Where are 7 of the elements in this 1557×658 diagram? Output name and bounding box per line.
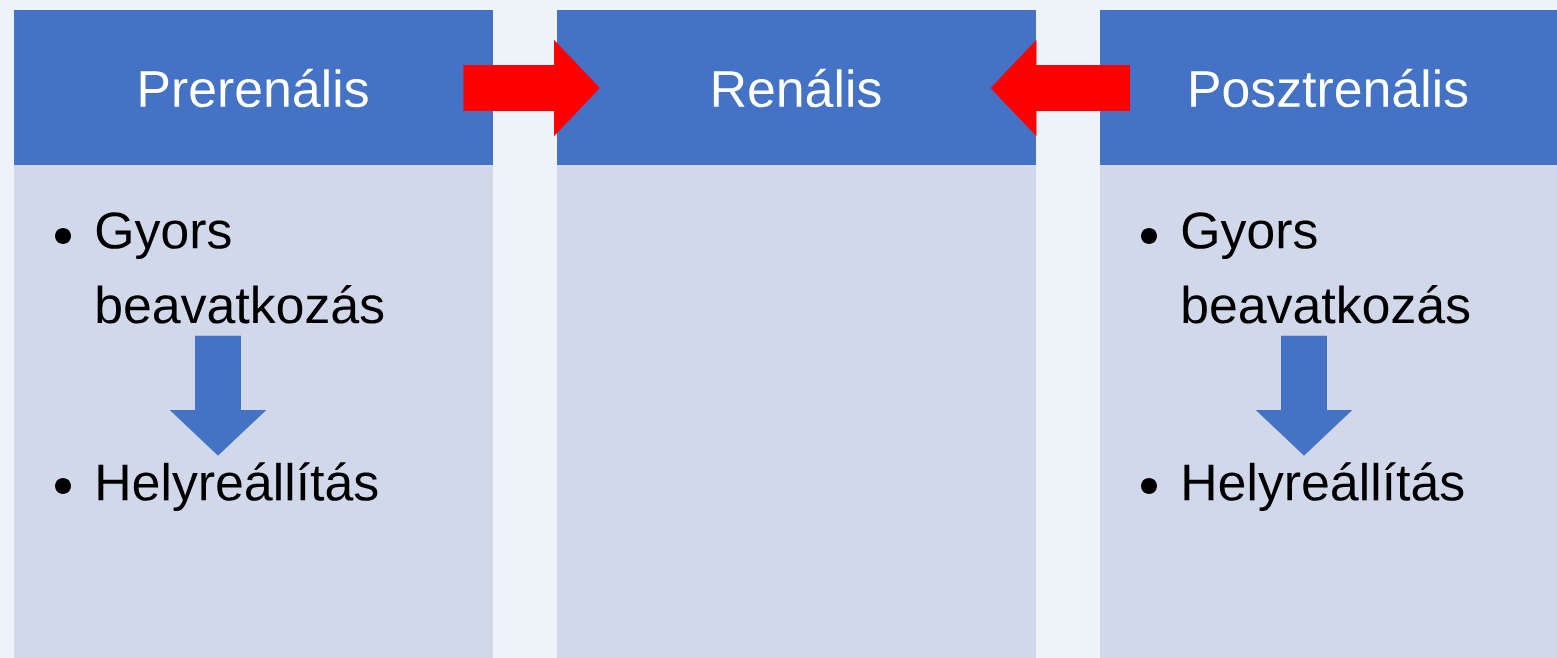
header-text: Prerenális	[140, 68, 368, 108]
list-item: Gyors beavatkozás	[96, 212, 384, 324]
header-text: Posztrenális	[1191, 68, 1468, 108]
header-text: Renális	[713, 68, 881, 108]
list-item: Helyreállítás	[1184, 462, 1464, 512]
list-item: Gyors beavatkozás	[1182, 212, 1470, 324]
list-item: Helyreállítás	[98, 462, 378, 512]
